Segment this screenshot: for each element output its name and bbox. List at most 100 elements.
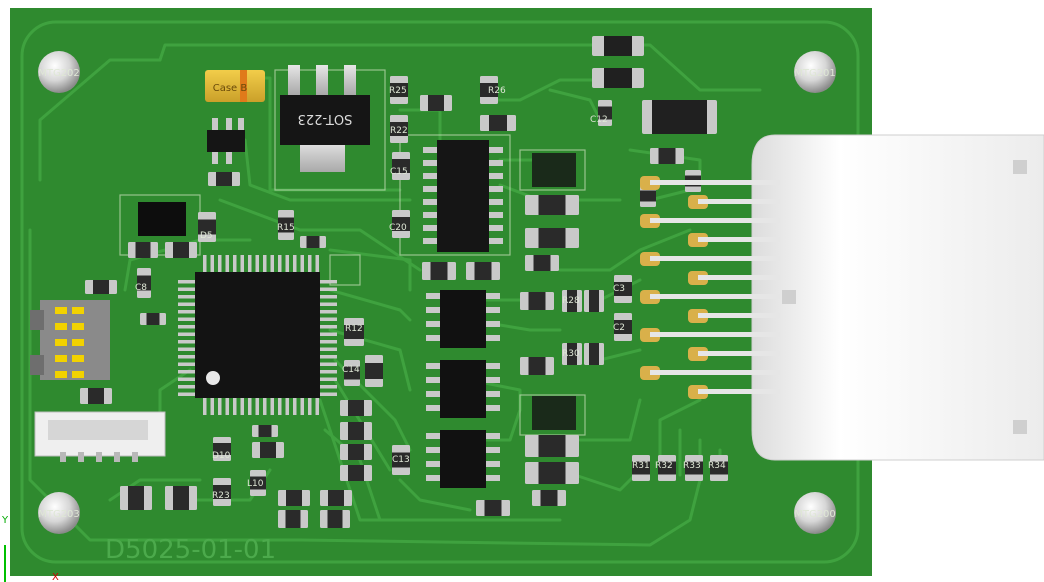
soic-pin — [423, 147, 437, 153]
mtg200-label: MTG200 — [794, 509, 836, 520]
mtg201-label: MTG201 — [794, 68, 836, 79]
smd-part-body — [538, 435, 566, 457]
mcu-pin — [320, 347, 337, 351]
sop-pin — [426, 405, 440, 411]
connector-lead — [698, 351, 780, 356]
smd-part-body — [528, 292, 546, 310]
mcu-pin — [178, 370, 195, 374]
smd-part-body — [173, 486, 189, 510]
mcu-pin — [240, 398, 244, 415]
smd-part-body — [658, 148, 676, 164]
connector-lead — [650, 180, 780, 185]
sop-pin — [426, 461, 440, 467]
soic-pin — [489, 147, 503, 153]
mcu-pin — [255, 255, 259, 272]
sop8-ic-2 — [426, 360, 500, 418]
label-r15: R15 — [277, 223, 295, 233]
mcu-pin — [178, 332, 195, 336]
smd-part-body — [632, 461, 650, 475]
tantalum-capacitor: Case B — [205, 70, 265, 102]
sop-pin — [426, 391, 440, 397]
mcu-pin — [270, 255, 274, 272]
mcu-pin — [233, 255, 237, 272]
mcu-pin — [320, 310, 337, 314]
connector-lead — [698, 275, 780, 280]
mcu-pin — [320, 340, 337, 344]
label-c13: C13 — [392, 455, 410, 465]
sot223-marking: SOT-223 — [298, 111, 353, 126]
smd-part-body — [344, 325, 364, 339]
smd-part-body — [88, 388, 104, 404]
mcu-pin1-dot — [206, 371, 220, 385]
mcu-pin — [320, 377, 337, 381]
black-component-left — [138, 202, 186, 236]
sop-pin — [486, 307, 500, 313]
axis-gizmo: Y X — [1, 515, 59, 582]
mcu-pin — [320, 280, 337, 284]
label-r12: R12 — [345, 324, 363, 334]
label-d10: D10 — [212, 451, 231, 461]
mcu-pin — [210, 398, 214, 415]
soic-pin — [489, 186, 503, 192]
connector-lead — [698, 313, 780, 318]
mcu-pin — [285, 398, 289, 415]
sop-pin — [426, 307, 440, 313]
sop-pin — [426, 433, 440, 439]
smd-part-body — [428, 95, 444, 111]
mcu-pin — [315, 255, 319, 272]
label-c12: C12 — [590, 115, 608, 125]
smd-part-body — [528, 357, 546, 375]
dip-switch — [30, 300, 110, 380]
mcu-pin — [293, 398, 297, 415]
axis-x-glyph: X — [52, 572, 59, 582]
smd-part-body — [137, 275, 151, 291]
smd-part-body — [285, 510, 301, 528]
connector-lead — [650, 256, 780, 261]
smd-part-body — [430, 262, 448, 280]
mcu-pin — [178, 317, 195, 321]
mcu-pin — [178, 340, 195, 344]
smd-part-body — [538, 462, 566, 484]
axis-y-glyph: Y — [1, 515, 9, 526]
label-c3: C3 — [613, 284, 625, 294]
label-r33: R33 — [683, 461, 701, 471]
smd-part-body — [614, 282, 632, 296]
soic-pin — [489, 225, 503, 231]
label-c2: C2 — [613, 323, 625, 333]
smd-part-body — [328, 490, 344, 506]
smd-part-body — [392, 217, 410, 231]
label-c15: C15 — [390, 167, 408, 177]
mcu-pin — [248, 398, 252, 415]
smd-part-body — [474, 262, 492, 280]
sop-pin — [486, 475, 500, 481]
mcu-pin — [178, 362, 195, 366]
mcu-pin — [320, 302, 337, 306]
soic-pin — [423, 186, 437, 192]
sop-pin — [426, 377, 440, 383]
sop-pin — [426, 321, 440, 327]
label-r28: R28 — [562, 296, 580, 306]
sop-pin — [486, 405, 500, 411]
mcu-pin — [240, 255, 244, 272]
smd-part-body — [390, 122, 408, 136]
mcu-pin — [308, 398, 312, 415]
sop-pin — [426, 363, 440, 369]
smd-part-body — [213, 485, 231, 499]
mcu-pin — [178, 295, 195, 299]
mcu-pin — [178, 302, 195, 306]
mcu-pin — [203, 398, 207, 415]
smd-part-body — [260, 442, 276, 458]
mcu-pin — [225, 255, 229, 272]
sop-pin — [486, 293, 500, 299]
sop-pin — [486, 447, 500, 453]
case-b-marking: Case B — [213, 83, 248, 94]
smd-part-body — [250, 476, 266, 490]
smd-part-body — [198, 219, 216, 235]
smd-part-body — [710, 461, 728, 475]
mcu-pin — [270, 398, 274, 415]
smd-part-body — [344, 366, 360, 380]
mcu-pin — [218, 255, 222, 272]
sop-pin — [486, 461, 500, 467]
silkscreen-outlines — [119, 69, 586, 436]
